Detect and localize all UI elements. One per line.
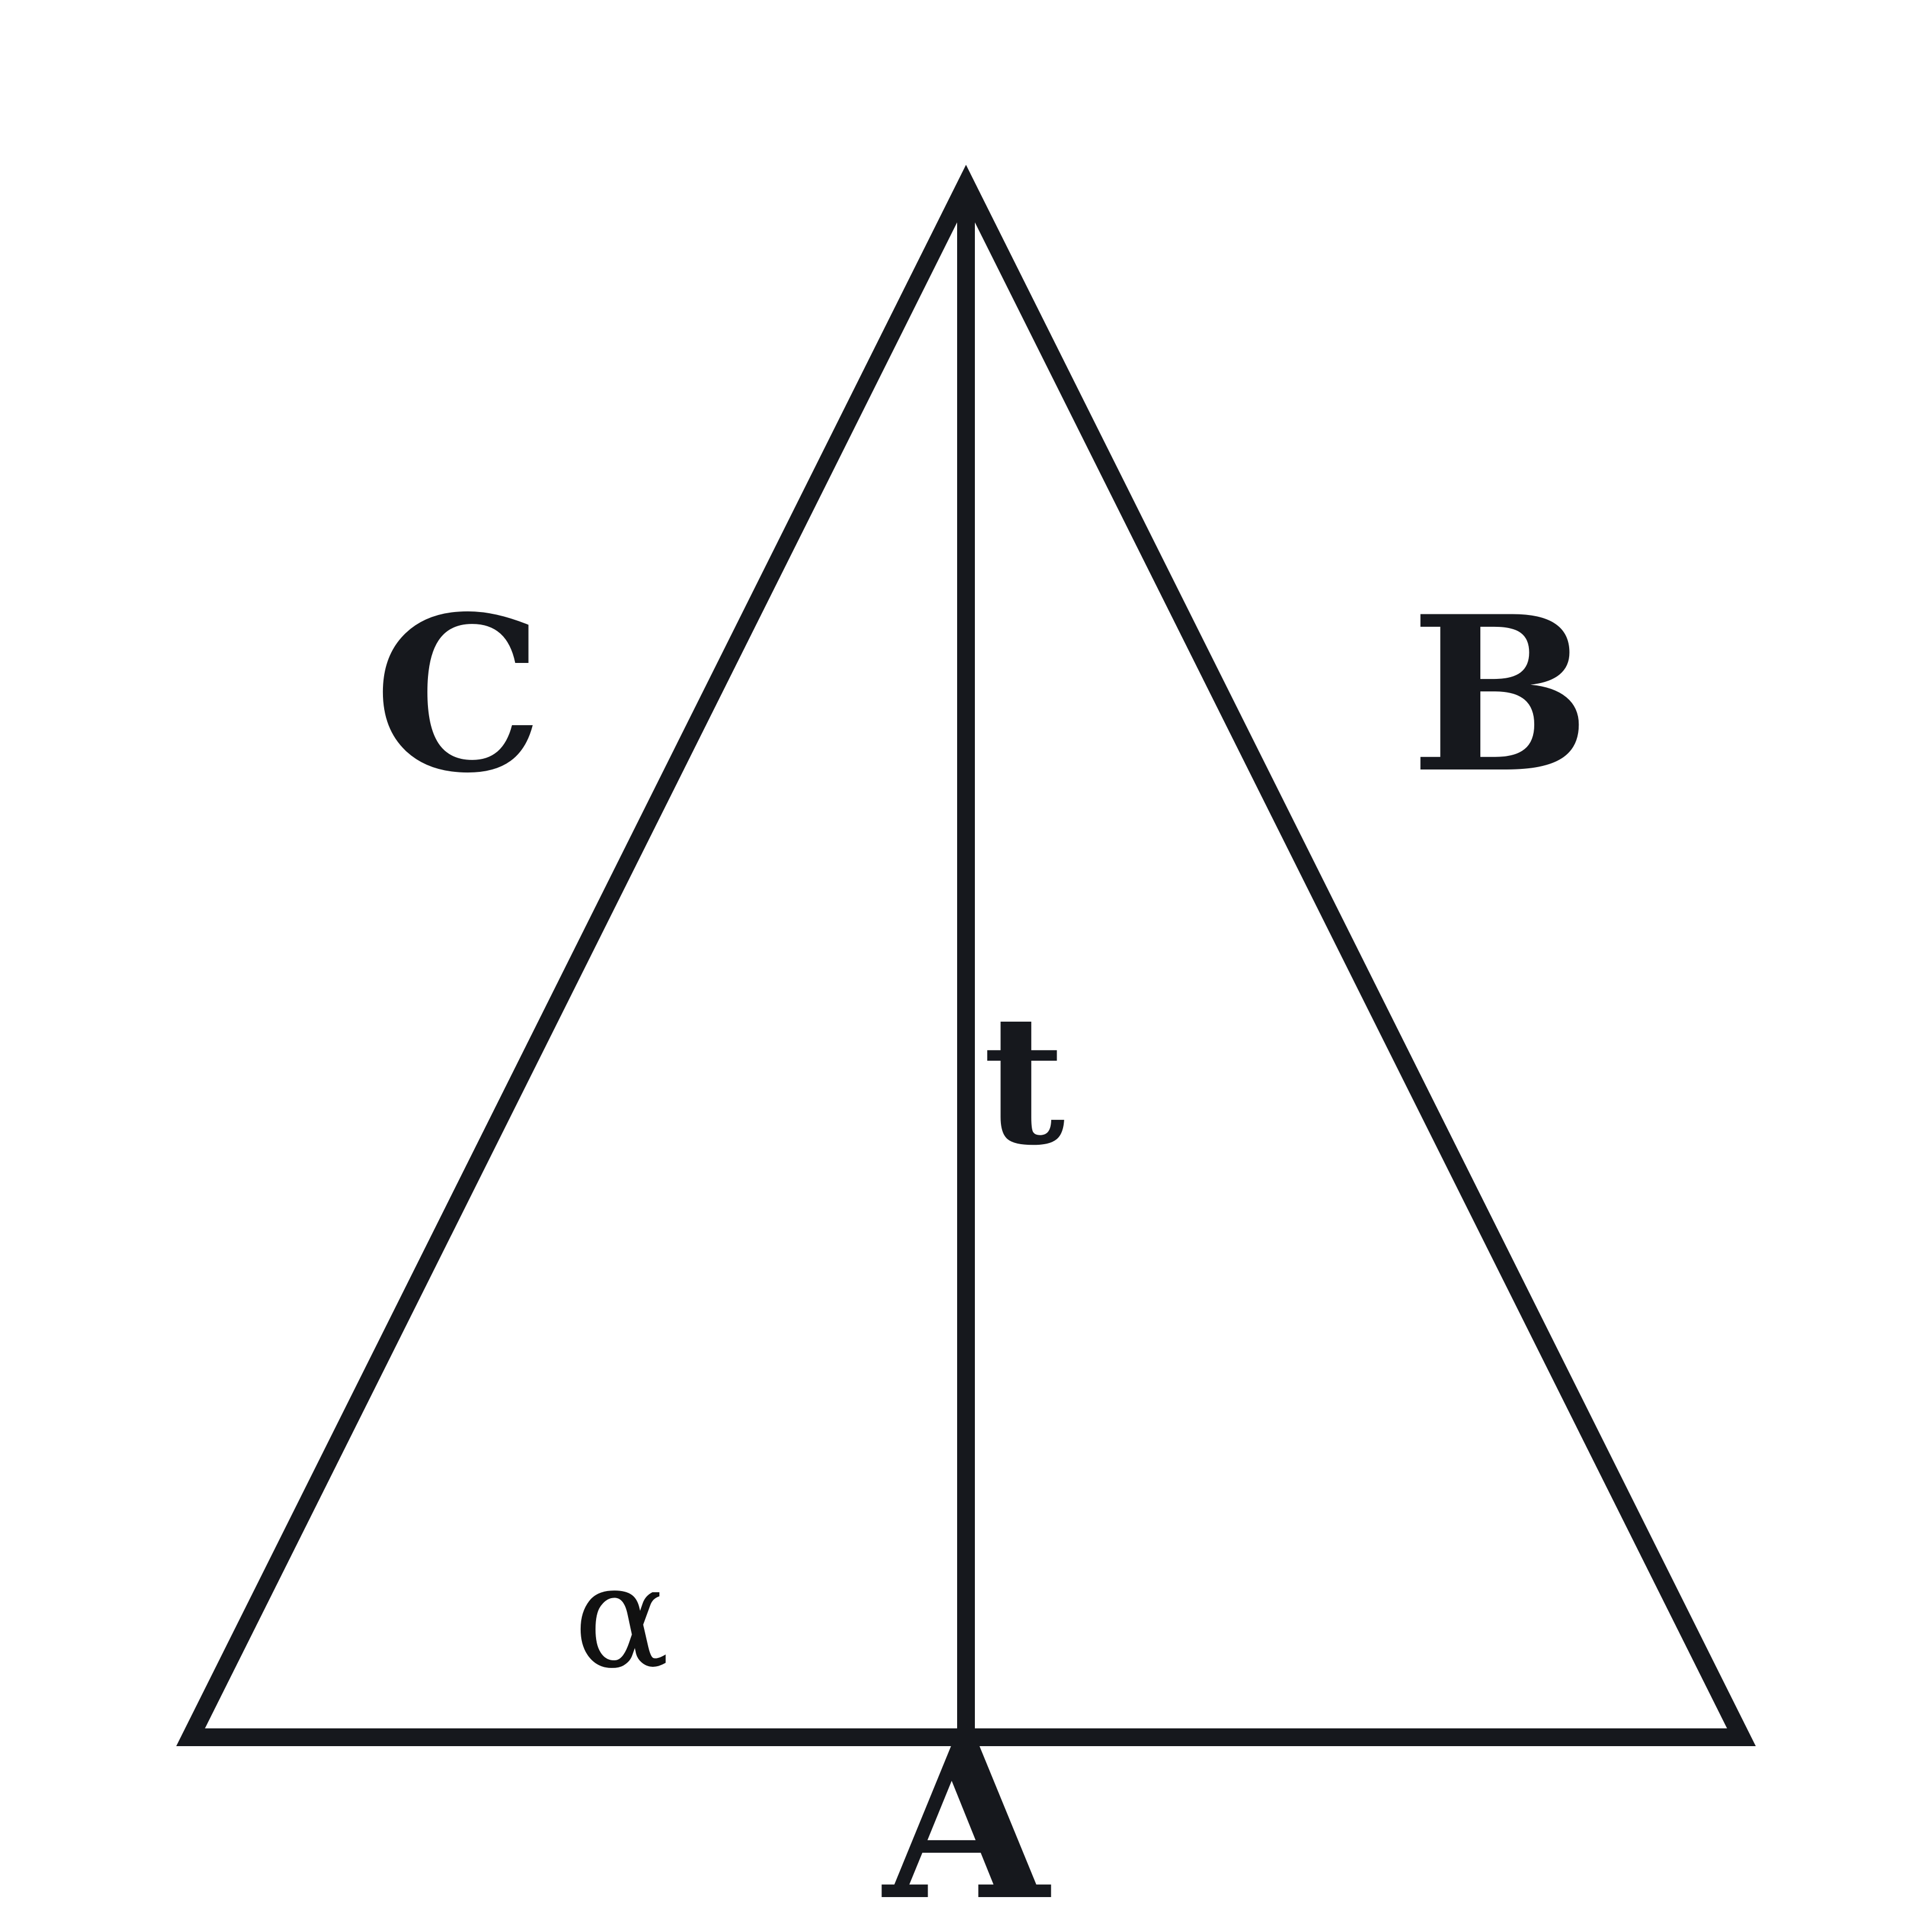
angle-label-alpha: α xyxy=(574,1534,669,1700)
side-label-a: A xyxy=(880,1697,1054,1932)
side-label-c: C xyxy=(374,569,544,820)
side-label-b: B xyxy=(1411,569,1590,820)
altitude-label-t: t xyxy=(983,975,1067,1184)
